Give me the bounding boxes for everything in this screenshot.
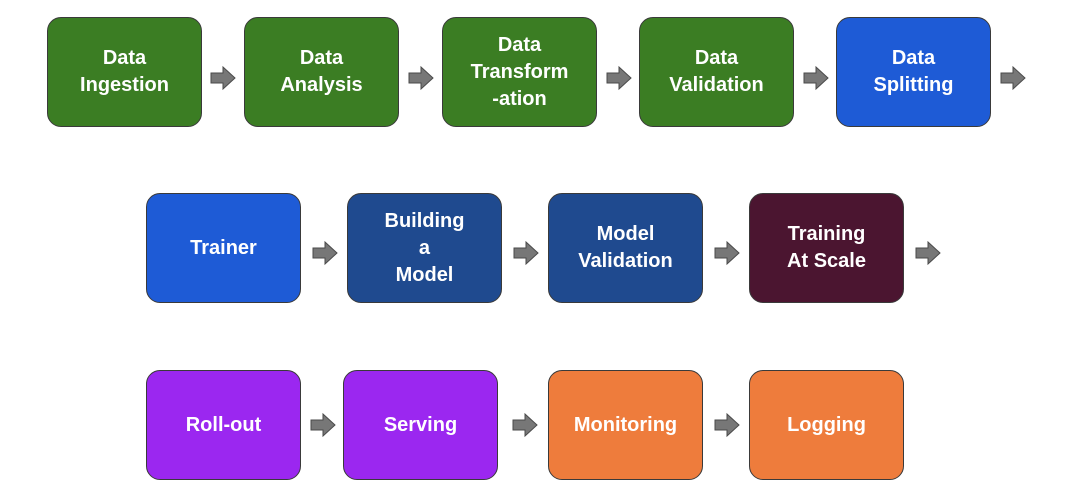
step-data-validation: Data Validation	[639, 17, 794, 127]
arrow-right-icon	[310, 412, 336, 438]
step-data-transformation: Data Transform -ation	[442, 17, 597, 127]
step-serving: Serving	[343, 370, 498, 480]
step-training-at-scale: Training At Scale	[749, 193, 904, 303]
step-trainer: Trainer	[146, 193, 301, 303]
step-model-validation: Model Validation	[548, 193, 703, 303]
arrow-right-icon	[312, 240, 338, 266]
arrow-right-icon	[714, 240, 740, 266]
step-data-analysis: Data Analysis	[244, 17, 399, 127]
arrow-right-icon	[915, 240, 941, 266]
step-logging: Logging	[749, 370, 904, 480]
arrow-right-icon	[210, 65, 236, 91]
step-data-splitting: Data Splitting	[836, 17, 991, 127]
arrow-right-icon	[1000, 65, 1026, 91]
arrow-right-icon	[513, 240, 539, 266]
step-monitoring: Monitoring	[548, 370, 703, 480]
arrow-right-icon	[408, 65, 434, 91]
step-data-ingestion: Data Ingestion	[47, 17, 202, 127]
step-building-a-model: Building a Model	[347, 193, 502, 303]
arrow-right-icon	[512, 412, 538, 438]
arrow-right-icon	[606, 65, 632, 91]
arrow-right-icon	[803, 65, 829, 91]
arrow-right-icon	[714, 412, 740, 438]
step-roll-out: Roll-out	[146, 370, 301, 480]
